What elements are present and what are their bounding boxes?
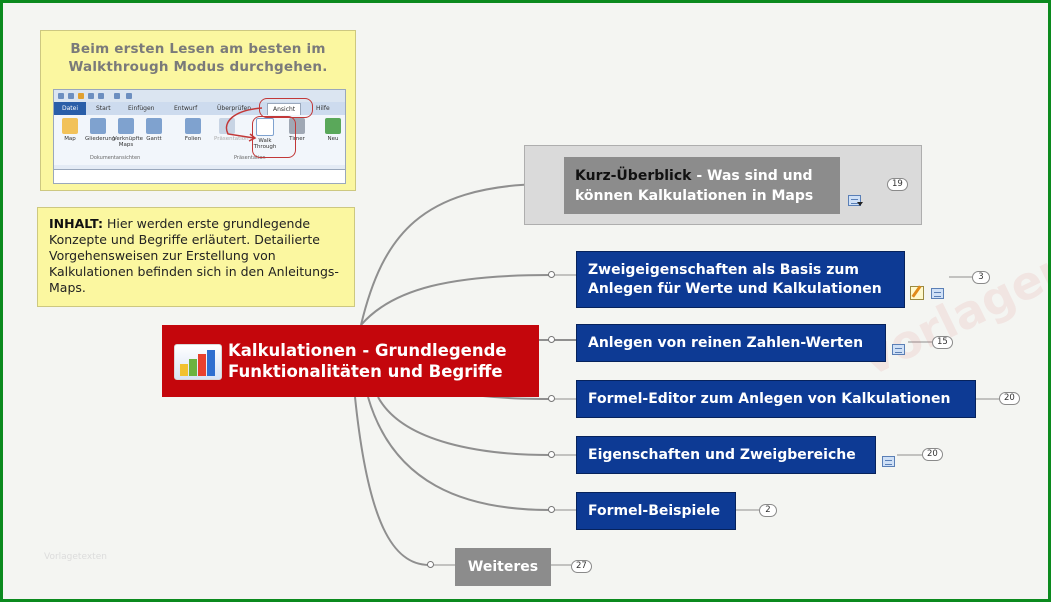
timer-label: Timer [289, 136, 305, 142]
tab-ueberpruefen: Überprüfen [217, 105, 252, 112]
note-icon[interactable] [892, 344, 905, 355]
map-view-button: Map [57, 118, 83, 142]
ribbon-tabs: Datei Start Einfügen Entwurf Überprüfen … [54, 102, 345, 116]
tip-line-2: Walkthrough Modus durchgehen. [68, 59, 328, 75]
slides-label: Folien [184, 136, 202, 142]
note-icon[interactable] [931, 288, 944, 299]
subtopic-count-badge[interactable]: 2 [759, 504, 777, 517]
tab-einfuegen: Einfügen [128, 105, 155, 112]
topic-formula-editor-label: Formel-Editor zum Anlegen von Kalkulatio… [588, 390, 951, 407]
subtopic-count-badge[interactable]: 20 [999, 392, 1020, 405]
topic-branch-properties-line-2: Anlegen für Werte und Kalkulationen [588, 280, 882, 297]
topic-formula-examples-label: Formel-Beispiele [588, 502, 721, 519]
presentation-label: Präsentation [214, 136, 249, 142]
app-icon [58, 93, 64, 99]
central-topic-text: Kalkulationen - Grundlegende Funktionali… [228, 340, 507, 382]
linked-maps-button: Verknüpfte Maps [113, 118, 143, 148]
new-label: Neu [327, 136, 339, 142]
walkthrough-button: Walk Through [252, 118, 278, 150]
highlight-walkthrough-mark [252, 116, 296, 158]
topic-overview-text: Kurz-Überblick - Was sind und können Kal… [575, 166, 813, 206]
tab-entwurf: Entwurf [174, 105, 198, 112]
group-document-views: Dokumentansichten [90, 155, 141, 161]
topic-formula-examples[interactable]: Formel-Beispiele [576, 492, 736, 530]
outline-view-button: Gliederung [85, 118, 115, 142]
linked-maps-label: Verknüpfte Maps [113, 136, 144, 148]
subtopic-count-badge[interactable]: 27 [571, 560, 592, 573]
gantt-label: Gantt [146, 136, 162, 142]
subtopic-count-badge[interactable]: 3 [972, 271, 990, 284]
topic-overview-line-1: Kurz-Überblick - Was sind und [575, 166, 813, 186]
connector-node [548, 395, 555, 402]
topic-overview-rest: - Was sind und [691, 167, 813, 184]
topic-branch-properties-line-1: Zweigeigenschaften als Basis zum [588, 261, 859, 278]
pencil-icon[interactable] [910, 286, 924, 300]
group-presentation: Präsentation [234, 155, 266, 161]
connector-node [548, 506, 555, 513]
ribbon-screenshot: Datei Start Einfügen Entwurf Überprüfen … [53, 89, 346, 184]
topic-formula-editor[interactable]: Formel-Editor zum Anlegen von Kalkulatio… [576, 380, 976, 418]
slides-button: Folien [180, 118, 206, 142]
new-icon [68, 93, 74, 99]
topic-overview-strong: Kurz-Überblick [575, 167, 692, 184]
walkthrough-icon [256, 118, 274, 136]
ribbon-body: Map Gliederung Verknüpfte Maps Gantt Fol… [54, 115, 345, 165]
central-line-2: Funktionalitäten und Begriffe [228, 362, 503, 381]
save-icon [88, 93, 94, 99]
subtopic-count-badge[interactable]: 15 [932, 336, 953, 349]
central-topic[interactable]: Kalkulationen - Grundlegende Funktionali… [162, 325, 539, 397]
walkthrough-label: Walk Through [253, 138, 277, 150]
topic-number-values-label: Anlegen von reinen Zahlen-Werten [588, 334, 864, 351]
faint-label: Vorlagetexten [44, 552, 107, 562]
walkthrough-tip-note: Beim ersten Lesen am besten im Walkthrou… [40, 30, 356, 191]
content-info-note: INHALT: Hier werden erste grundlegende K… [37, 207, 355, 307]
tip-line-1: Beim ersten Lesen am besten im [70, 41, 326, 57]
slides-icon [185, 118, 201, 134]
arrow-icon [225, 107, 263, 142]
note-icon[interactable] [848, 195, 861, 206]
subtopic-count-badge[interactable]: 19 [887, 178, 908, 191]
bar-chart-icon [174, 344, 222, 380]
dropdown-icon[interactable] [857, 202, 863, 206]
new-plus-icon [325, 118, 341, 134]
undo-icon [114, 93, 120, 99]
topic-number-values[interactable]: Anlegen von reinen Zahlen-Werten [576, 324, 886, 362]
tab-ansicht: Ansicht [267, 103, 302, 116]
linked-maps-icon [118, 118, 134, 134]
content-note-text: Hier werden erste grundlegende Konzepte … [49, 216, 339, 295]
tab-datei: Datei [54, 102, 86, 115]
central-line-1: Kalkulationen - Grundlegende [228, 341, 507, 360]
map-view-icon [62, 118, 78, 134]
quick-access-toolbar [54, 90, 345, 102]
redo-icon [126, 93, 132, 99]
topic-branch-properties-text: Zweigeigenschaften als Basis zum Anlegen… [588, 261, 882, 299]
topic-branch-areas[interactable]: Eigenschaften und Zweigbereiche [576, 436, 876, 474]
note-icon[interactable] [882, 456, 895, 467]
outline-icon [90, 118, 106, 134]
connector-node [548, 451, 555, 458]
print-icon [98, 93, 104, 99]
content-note-label: INHALT: [49, 216, 103, 231]
open-icon [78, 93, 84, 99]
gantt-button: Gantt [141, 118, 167, 142]
map-view-label: Map [64, 136, 76, 142]
topic-branch-areas-label: Eigenschaften und Zweigbereiche [588, 446, 856, 463]
subtopic-count-badge[interactable]: 20 [922, 448, 943, 461]
topic-overview-line-2: können Kalkulationen in Maps [575, 187, 814, 204]
tab-hilfe: Hilfe [316, 105, 330, 112]
topic-branch-properties[interactable]: Zweigeigenschaften als Basis zum Anlegen… [576, 251, 905, 308]
new-button: Neu [320, 118, 345, 142]
connector-node [548, 336, 555, 343]
connector-node [427, 561, 434, 568]
outline-label: Gliederung [85, 136, 116, 142]
topic-more-label: Weiteres [467, 559, 539, 575]
connector-node [548, 271, 555, 278]
topic-overview[interactable]: Kurz-Überblick - Was sind und können Kal… [564, 157, 840, 214]
walkthrough-tip-text: Beim ersten Lesen am besten im Walkthrou… [41, 40, 355, 76]
topic-more[interactable]: Weiteres [455, 548, 551, 586]
gantt-icon [146, 118, 162, 134]
ribbon-footer [54, 169, 345, 183]
tab-start: Start [96, 105, 111, 112]
